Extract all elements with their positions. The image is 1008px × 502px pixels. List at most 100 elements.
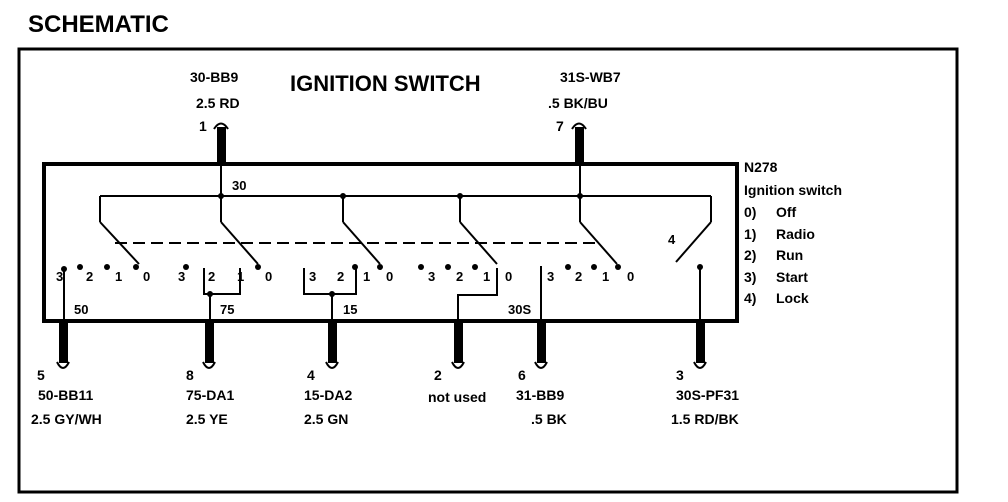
bottom-connector-pin: 3 [676, 367, 684, 383]
top-connector-pin: 7 [556, 118, 564, 134]
connector-pin-bar [575, 127, 584, 165]
bottom-connector-circuit: 30S-PF31 [676, 387, 739, 403]
switch-housing [42, 162, 739, 323]
component-legend: N278 Ignition switch 0) Off 1) Radio 2) … [744, 159, 842, 306]
bottom-connector-6: 6 31-BB9 .5 BK [516, 321, 567, 427]
connector-pin-bar [217, 127, 226, 165]
heading: SCHEMATIC [28, 11, 169, 38]
contact-label: 1 [602, 269, 609, 284]
contact-label: 0 [505, 269, 512, 284]
contact-point [377, 264, 383, 270]
contact-label: 1 [115, 269, 122, 284]
contact-group-15: 3 2 1 0 15 [303, 221, 393, 321]
contact-group-50: 3 2 1 0 50 [56, 221, 150, 321]
component-id: N278 [744, 159, 778, 175]
connector-terminal-icon [325, 361, 339, 369]
bottom-connector-2: 2 not used [428, 321, 486, 405]
contact-label: 1 [483, 269, 490, 284]
legend-label: Lock [776, 290, 809, 306]
contact-point [77, 264, 83, 270]
bottom-connector-circuit: 15-DA2 [304, 387, 352, 403]
legend-label: Radio [776, 226, 815, 242]
top-connector-wire: 2.5 RD [196, 95, 240, 111]
bottom-connector-4: 4 15-DA2 2.5 GN [304, 321, 352, 427]
bottom-connector-wire: 2.5 GY/WH [31, 411, 102, 427]
bus-30 [99, 164, 712, 222]
contact-label: 3 [428, 269, 435, 284]
terminal-label: 75 [220, 302, 234, 317]
top-connector-wire: .5 BK/BU [548, 95, 608, 111]
bottom-connector-8: 8 75-DA1 2.5 YE [186, 321, 234, 427]
contact-group-30s: 3 2 1 0 30S [508, 221, 634, 321]
bottom-connector-wire: .5 BK [531, 411, 567, 427]
bottom-connector-3: 3 30S-PF31 1.5 RD/BK [671, 321, 739, 427]
switch-blade [342, 221, 381, 265]
contact-point [183, 264, 189, 270]
bus-junction-dots [218, 193, 583, 199]
bottom-connector-circuit: 31-BB9 [516, 387, 564, 403]
contact-group-not-used: 3 2 1 0 [418, 221, 512, 321]
contact-point [104, 264, 110, 270]
contact-group-lock: 4 [668, 221, 712, 321]
contact-label: 2 [337, 269, 344, 284]
terminal-label: 50 [74, 302, 88, 317]
component-name: Ignition switch [744, 182, 842, 198]
terminal-wire [457, 268, 498, 321]
bottom-connector-circuit: 75-DA1 [186, 387, 234, 403]
contact-label: 3 [309, 269, 316, 284]
legend-code: 3) [744, 269, 756, 285]
bottom-connector-pin: 4 [307, 367, 315, 383]
connector-terminal-icon [202, 361, 216, 369]
contact-label: 3 [178, 269, 185, 284]
switch-blade [675, 221, 712, 263]
legend-label: Off [776, 204, 797, 220]
bottom-connector-wire: 1.5 RD/BK [671, 411, 739, 427]
contact-group-75: 3 2 1 0 75 [178, 221, 272, 321]
connector-pin-bar [328, 321, 337, 363]
connector-terminal-icon [571, 122, 587, 130]
top-connector-1: 30-BB9 2.5 RD 1 [190, 69, 240, 165]
connector-pin-bar [59, 321, 68, 363]
connector-terminal-icon [534, 361, 548, 369]
connector-terminal-icon [213, 122, 229, 130]
connector-pin-bar [454, 321, 463, 363]
contact-label: 0 [386, 269, 393, 284]
bus-label: 30 [232, 178, 246, 193]
contact-point [591, 264, 597, 270]
contact-label: 0 [265, 269, 272, 284]
legend-code: 1) [744, 226, 756, 242]
wire-junction [207, 291, 213, 297]
wire-junction [329, 291, 335, 297]
contact-label: 1 [363, 269, 370, 284]
switch-blade [459, 221, 498, 265]
bottom-connector-pin: 8 [186, 367, 194, 383]
outer-frame [17, 47, 959, 494]
connector-terminal-icon [56, 361, 70, 369]
bottom-connector-pin: 2 [434, 367, 442, 383]
top-connector-circuit: 30-BB9 [190, 69, 238, 85]
switch-blade [99, 221, 140, 265]
bottom-connector-wire: 2.5 YE [186, 411, 228, 427]
contact-label: 2 [575, 269, 582, 284]
contact-point [133, 264, 139, 270]
contact-label: 3 [56, 269, 63, 284]
bottom-connector-5: 5 50-BB11 2.5 GY/WH [31, 321, 102, 427]
connector-pin-bar [205, 321, 214, 363]
contact-point [615, 264, 621, 270]
terminal-wire [203, 268, 241, 321]
legend-code: 4) [744, 290, 756, 306]
contact-point [565, 264, 571, 270]
bottom-connector-pin: 5 [37, 367, 45, 383]
contact-point [445, 264, 451, 270]
contact-label: 0 [143, 269, 150, 284]
bottom-connector-wire: 2.5 GN [304, 411, 348, 427]
contact-label: 2 [456, 269, 463, 284]
diagram-title: IGNITION SWITCH [290, 71, 481, 96]
bottom-connector-circuit: not used [428, 389, 486, 405]
lock-label: 4 [668, 232, 676, 247]
top-connector-pin: 1 [199, 118, 207, 134]
legend-label: Run [776, 247, 803, 263]
contact-label: 3 [547, 269, 554, 284]
connector-terminal-icon [693, 361, 707, 369]
